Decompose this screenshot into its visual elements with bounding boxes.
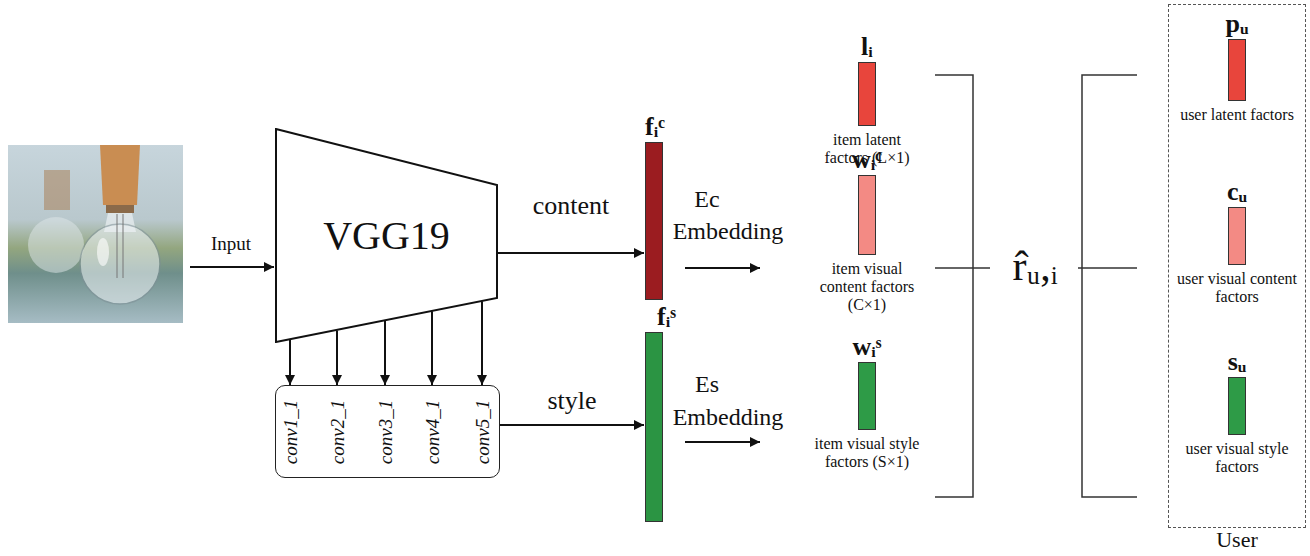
trapezoid-shape [276,129,497,342]
factor-vector: pᵤ user latent factors [1176,9,1298,124]
annotation-label: Embedding [671,404,786,432]
user-group-box: Userpᵤuser latent factorscᵤuser visual c… [1168,4,1306,528]
layer-name: conv3_1 [376,399,396,463]
vector-symbol: wᵢˢ [852,332,881,362]
connector-arrow [431,311,433,385]
factor-vector: wᵢˢ item visual style factors (S×1) [811,332,923,471]
layer-name: conv5_1 [473,399,493,463]
conv-layer-box: conv1_1 conv2_1 conv3_1 conv4_1 conv5_1 [275,385,500,478]
edge-label: style [545,386,598,416]
annotation-label: Input [209,233,253,255]
lightbulb-photo [8,145,183,323]
vector-bar [858,362,876,430]
vector-caption: user latent factors [1176,106,1298,124]
vector-caption: user visual content factors [1176,270,1298,306]
vector-symbol: fᵢˢ [657,302,676,332]
vector-symbol: pᵤ [1226,9,1249,39]
vgg19-trapezoid: VGG19 [275,128,498,343]
vector-symbol: cᵤ [1227,177,1247,207]
vector-symbol: sᵤ [1228,347,1247,377]
vector-bar [645,142,663,300]
vector-symbol: wᵢᶜ [852,145,882,175]
vector-bar [1228,39,1246,101]
edge-label: content [531,191,612,221]
vector-caption: item visual content factors (C×1) [811,260,923,314]
layer-name: conv1_1 [281,399,301,463]
group-heading: User [1169,528,1305,552]
connector-arrow [384,321,386,385]
embedding-arrow [685,441,760,443]
factor-vector: wᵢᶜ item visual content factors (C×1) [811,145,923,314]
user-bracket [1082,75,1137,497]
factor-vector: sᵤ user visual style factors [1176,347,1298,476]
vector-symbol: lᵢ [861,32,873,62]
connector-arrow [336,330,338,385]
annotation-label: Es [693,371,721,399]
vector-caption: item visual style factors (S×1) [811,435,923,471]
bracket-line [1078,267,1137,269]
factor-vector: cᵤ user visual content factors [1176,177,1298,306]
vector-bar [645,332,663,522]
connector-arrow [481,301,483,385]
vector-symbol: fᵢᶜ [645,112,665,142]
item-bracket [935,75,973,497]
layer-name: conv4_1 [423,399,443,463]
connector-arrow [498,252,644,254]
vector-bar [858,62,876,126]
connector-arrow [500,424,644,426]
network-name: VGG19 [323,214,450,258]
vector-bar [1228,207,1246,265]
input-arrow [190,266,274,268]
connector-arrow [289,340,291,385]
embedding-arrow [685,267,760,269]
layer-name: conv2_1 [328,399,348,463]
vector-caption: user visual style factors [1176,440,1298,476]
vector-bar [858,175,876,255]
annotation-label: Embedding [671,218,786,246]
annotation-label: Ec [692,186,721,214]
vector-bar [1228,377,1246,435]
rating-symbol: r̂ᵤ,ᵢ [1010,242,1059,290]
factor-vector: fᵢᶜ [645,112,665,300]
bracket-line [935,267,990,269]
